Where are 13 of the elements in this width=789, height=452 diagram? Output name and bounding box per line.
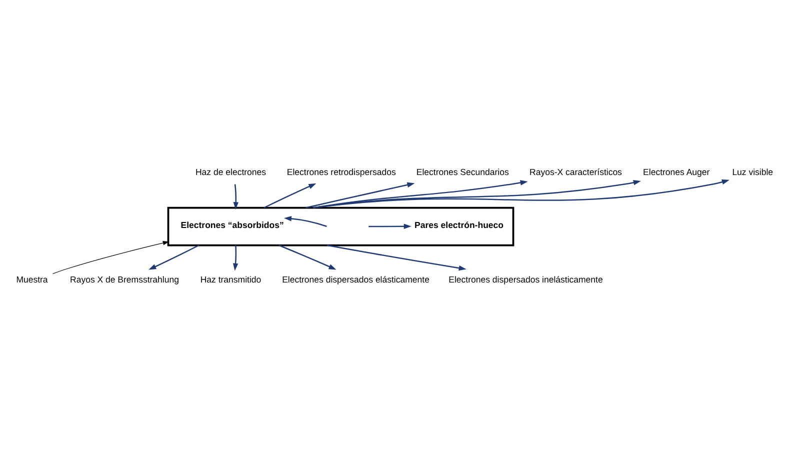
node-text: Haz de electrones xyxy=(195,166,266,177)
node-text: Pares electrón-hueco xyxy=(414,220,504,230)
node-text: Haz transmitido xyxy=(200,274,262,284)
node-text: Electrones dispersados inelásticamente xyxy=(448,274,603,284)
node-text: Muestra xyxy=(16,274,48,284)
node-text: Luz visible xyxy=(732,166,774,177)
node-text: Electrones Auger xyxy=(643,166,710,177)
node-text: Electrones dispersados elásticamente xyxy=(282,274,430,284)
node-text: Rayos-X característicos xyxy=(530,166,622,177)
node-text: Electrones retrodispersados xyxy=(286,166,396,177)
node-text: Electrones Secundarios xyxy=(416,166,509,177)
node-text: Rayos X de Bremsstrahlung xyxy=(70,274,179,284)
node-text: Electrones “absorbidos” xyxy=(180,220,284,230)
